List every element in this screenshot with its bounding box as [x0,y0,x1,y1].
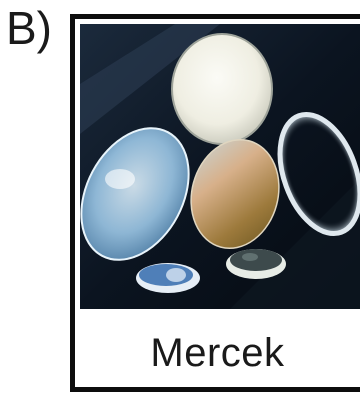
panel-label: B) [6,2,52,54]
figure-caption: Mercek [150,330,285,375]
lens-photo [80,24,360,309]
figure-frame: Mercek [70,14,360,392]
